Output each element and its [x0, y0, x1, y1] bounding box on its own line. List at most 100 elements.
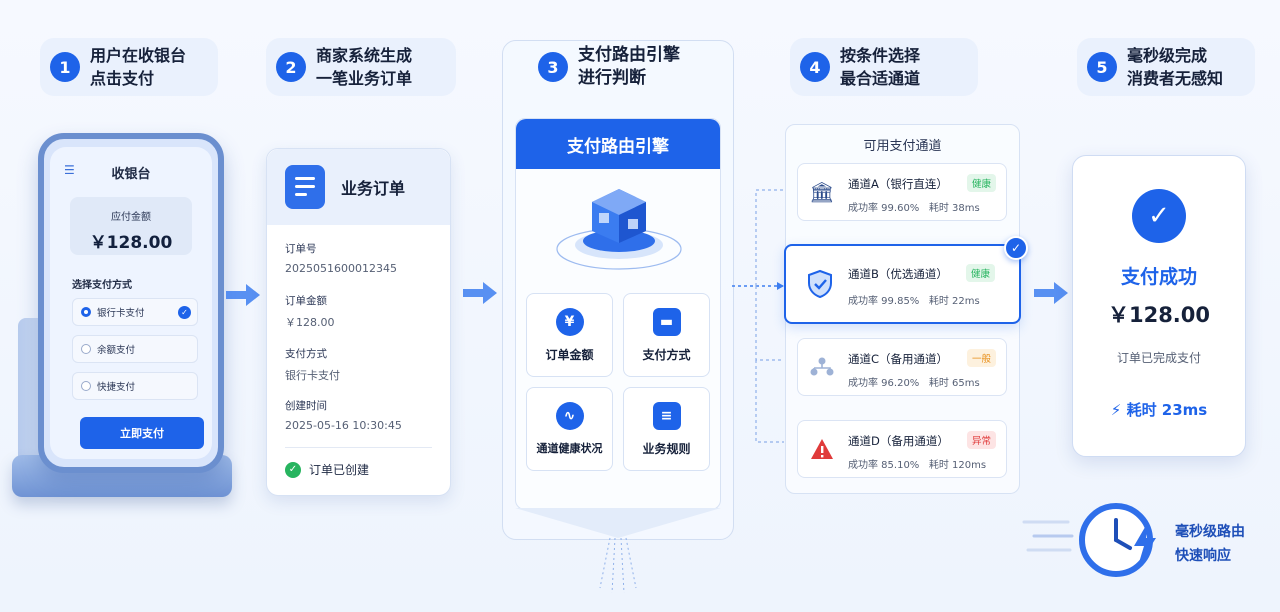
step-line2: 一笔业务订单	[316, 69, 413, 88]
pay-option-balance[interactable]: 余额支付	[72, 335, 198, 363]
channel-b-selected[interactable]: 通道B（优选通道） 成功率 99.85% 耗时 22ms 健康	[784, 244, 1021, 324]
network-icon	[808, 353, 836, 381]
channel-time: 耗时 120ms	[928, 460, 987, 471]
status-badge: 异常	[966, 431, 996, 449]
success-title: 支付成功	[1120, 266, 1197, 288]
channels-title: 可用支付通道	[863, 139, 942, 154]
pay-option-label: 快捷支付	[97, 382, 136, 393]
success-amount: ￥128.00	[1107, 303, 1211, 327]
engine-cube-icon	[556, 189, 682, 270]
order-header: 业务订单	[267, 149, 450, 225]
step-line1: 支付路由引擎	[578, 45, 680, 65]
yuan-icon: ¥	[555, 308, 584, 336]
step-line1: 毫秒级完成	[1127, 46, 1208, 65]
step-3-header: 3 支付路由引擎 进行判断	[528, 38, 718, 96]
business-order-card: 业务订单 订单号 2025051600012345 订单金额 ￥128.00 支…	[266, 148, 451, 496]
engine-title: 支付路由引擎	[516, 119, 720, 169]
step-line1: 用户在收银台	[90, 46, 187, 65]
factor-pay-method: ▬ 支付方式	[623, 293, 710, 377]
order-field-value: ￥128.00	[285, 316, 335, 329]
order-field-label: 创建时间	[285, 400, 327, 412]
step-number: 3	[538, 52, 568, 82]
channel-stats: 成功率 96.20% 耗时 65ms	[848, 374, 980, 389]
document-icon	[285, 165, 325, 209]
success-time: ⚡ 耗时 23ms	[1073, 399, 1245, 420]
menu-icon[interactable]: ☰	[64, 163, 75, 177]
status-badge: 健康	[966, 174, 996, 192]
selected-check-icon: ✓	[1004, 236, 1028, 260]
factor-label: 支付方式	[642, 348, 691, 362]
step-number: 2	[276, 52, 306, 82]
payment-success-card: ✓ 支付成功 ￥128.00 订单已完成支付 ⚡ 耗时 23ms	[1072, 155, 1246, 457]
radio-icon[interactable]	[81, 381, 91, 391]
radio-selected-icon[interactable]	[81, 307, 91, 317]
step-line1: 按条件选择	[840, 46, 921, 65]
flow-arrow-icon	[463, 282, 497, 304]
step-line2: 最合适通道	[840, 69, 921, 88]
engine-funnel-icon	[515, 508, 721, 594]
flow-arrow-icon	[226, 284, 260, 306]
cashier-title: 收银台	[111, 167, 151, 182]
step-4-header: 4 按条件选择 最合适通道	[790, 38, 978, 96]
channel-time: 耗时 22ms	[928, 296, 980, 307]
pay-option-label: 银行卡支付	[97, 308, 145, 319]
card-icon: ▬	[652, 308, 681, 336]
routing-connector-lines	[732, 189, 784, 443]
step-number: 1	[50, 52, 80, 82]
order-title: 业务订单	[341, 179, 406, 198]
channel-time: 耗时 65ms	[928, 378, 980, 389]
order-field-label: 订单号	[285, 243, 317, 255]
order-field-value: 银行卡支付	[285, 369, 340, 382]
success-time-text: 耗时 23ms	[1126, 401, 1208, 419]
channel-d[interactable]: 通道D（备用通道） 成功率 85.10% 耗时 120ms 异常	[797, 420, 1007, 478]
step-line2: 点击支付	[90, 69, 155, 88]
channel-name: 通道B（优选通道）	[848, 267, 948, 281]
step-1-header: 1 用户在收银台 点击支付	[40, 38, 218, 96]
channel-rate: 成功率 96.20%	[848, 378, 920, 389]
cashier-phone: ☰ 收银台 应付金额 ￥128.00 选择支付方式 银行卡支付 ✓ 余额支付 快…	[38, 133, 224, 473]
pay-option-bank-card[interactable]: 银行卡支付 ✓	[72, 298, 198, 326]
step-2-header: 2 商家系统生成 一笔业务订单	[266, 38, 456, 96]
order-status: ✓ 订单已创建	[285, 461, 369, 478]
warning-icon	[808, 435, 836, 463]
factor-channel-health: ∿ 通道健康状况	[526, 387, 613, 471]
pay-now-button[interactable]: 立即支付	[80, 417, 204, 449]
order-field-value: 2025051600012345	[285, 262, 397, 275]
step-line2: 进行判断	[578, 68, 646, 88]
factor-label: 订单金额	[545, 348, 594, 362]
divider	[285, 447, 432, 448]
cashier-screen: ☰ 收银台 应付金额 ￥128.00 选择支付方式 银行卡支付 ✓ 余额支付 快…	[50, 147, 212, 459]
order-status-text: 订单已创建	[309, 463, 370, 477]
factor-business-rules: ≡ 业务规则	[623, 387, 710, 471]
radio-icon[interactable]	[81, 344, 91, 354]
channel-name: 通道D（备用通道）	[848, 434, 949, 448]
factor-order-amount: ¥ 订单金额	[526, 293, 613, 377]
lightning-icon: ⚡	[1110, 401, 1122, 419]
channel-a[interactable]: 🏛 通道A（银行直连） 成功率 99.60% 耗时 38ms 健康	[797, 163, 1007, 221]
stopwatch-lightning-icon	[1022, 503, 1156, 577]
success-message: 订单已完成支付	[1116, 351, 1201, 365]
order-field-label: 订单金额	[285, 295, 327, 307]
rules-doc-icon: ≡	[652, 402, 681, 430]
channel-time: 耗时 38ms	[928, 203, 980, 214]
status-badge: 健康	[965, 264, 995, 282]
speed-line1: 毫秒级路由	[1175, 524, 1245, 540]
flow-arrow-icon	[1034, 282, 1068, 304]
channel-name: 通道C（备用通道）	[848, 352, 949, 366]
shield-check-icon	[806, 269, 834, 299]
step-5-header: 5 毫秒级完成 消费者无感知	[1077, 38, 1255, 96]
pay-method-title: 选择支付方式	[72, 280, 132, 291]
channel-stats: 成功率 99.85% 耗时 22ms	[848, 292, 980, 307]
channel-name: 通道A（银行直连）	[848, 177, 948, 191]
amount-box: 应付金额 ￥128.00	[70, 197, 192, 255]
check-icon: ✓	[178, 306, 191, 319]
amount-value: ￥128.00	[89, 233, 173, 253]
channel-c[interactable]: 通道C（备用通道） 成功率 96.20% 耗时 65ms 一般	[797, 338, 1007, 396]
pay-option-quick[interactable]: 快捷支付	[72, 372, 198, 400]
status-badge: 一般	[966, 349, 996, 367]
amount-label: 应付金额	[111, 212, 151, 223]
routing-engine-card: 支付路由引擎 ¥ 订单金额 ▬ 支付方式 ∿ 通道健康状况 ≡ 业务规则	[515, 118, 721, 510]
check-circle-icon: ✓	[285, 461, 301, 478]
success-check-icon: ✓	[1132, 189, 1186, 243]
factor-label: 通道健康状况	[536, 442, 603, 455]
